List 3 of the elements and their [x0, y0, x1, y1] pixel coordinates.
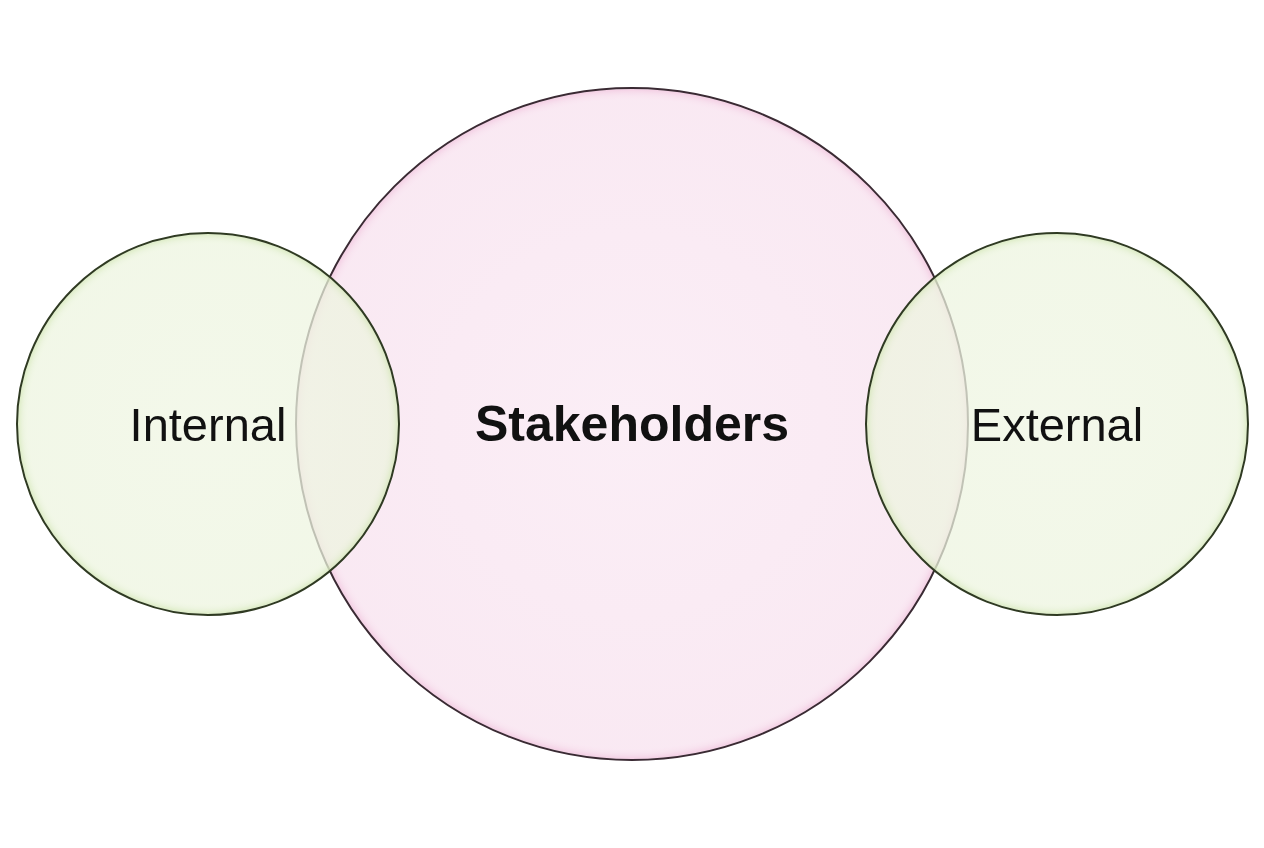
circle-label: Stakeholders [475, 395, 789, 453]
circle-label: Internal [129, 396, 287, 452]
circle-label: External [970, 396, 1144, 452]
